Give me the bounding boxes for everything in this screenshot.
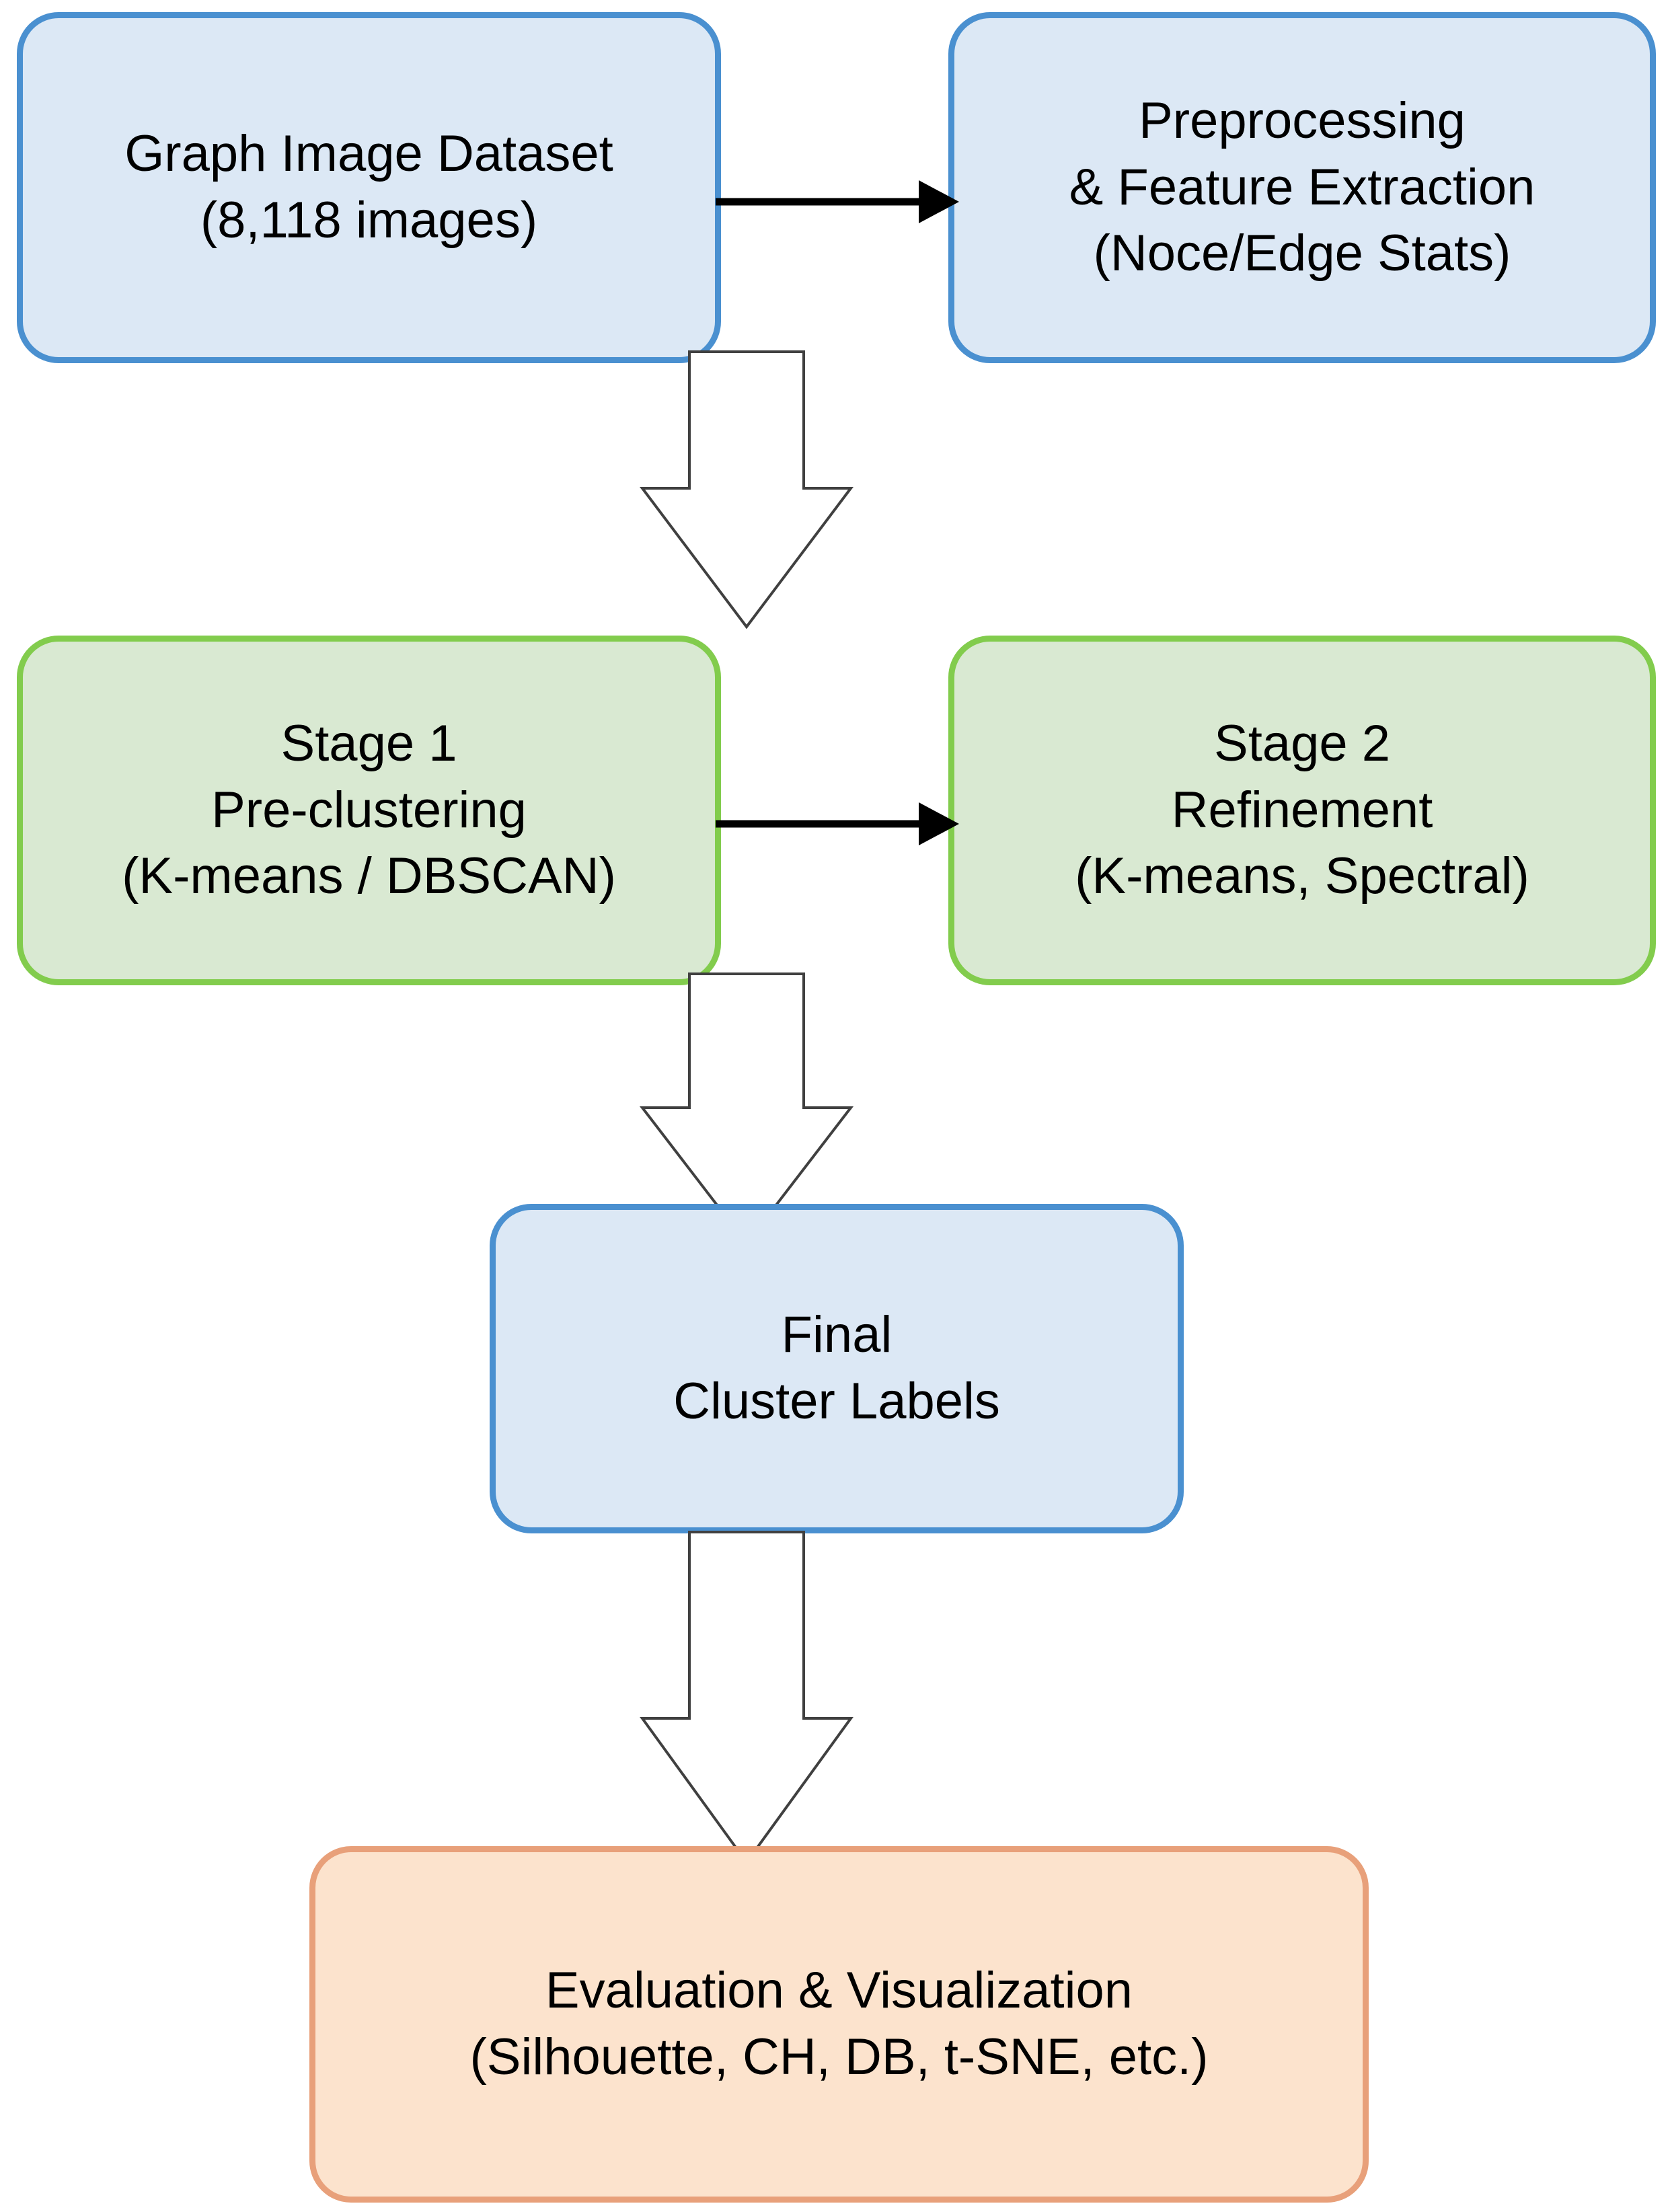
node-evaluation-visualization-label: Evaluation & Visualization (Silhouette, …	[469, 1962, 1209, 2086]
edge-preprocessing-to-stage1-block-arrow	[639, 350, 854, 630]
edge-dataset-to-preprocessing	[716, 180, 959, 223]
node-evaluation-visualization[interactable]: Evaluation & Visualization (Silhouette, …	[309, 1846, 1369, 2203]
node-final-cluster-labels[interactable]: Final Cluster Labels	[490, 1204, 1184, 1533]
node-stage2-refinement[interactable]: Stage 2 Refinement (K-means, Spectral)	[948, 636, 1656, 985]
edge-final-to-evaluation-block-arrow	[640, 1531, 853, 1865]
node-preprocessing-feature-extraction[interactable]: Preprocessing & Feature Extraction (Noce…	[948, 12, 1656, 363]
node-stage1-pre-clustering-label: Stage 1 Pre-clustering (K-means / DBSCAN…	[122, 714, 616, 905]
node-graph-image-dataset[interactable]: Graph Image Dataset (8,118 images)	[17, 12, 721, 363]
node-final-cluster-labels-label: Final Cluster Labels	[673, 1306, 1000, 1430]
node-stage2-refinement-label: Stage 2 Refinement (K-means, Spectral)	[1075, 714, 1529, 905]
node-stage1-pre-clustering[interactable]: Stage 1 Pre-clustering (K-means / DBSCAN…	[17, 636, 721, 985]
node-preprocessing-feature-extraction-label: Preprocessing & Feature Extraction (Noce…	[1069, 91, 1535, 282]
edge-stage1-to-stage2	[716, 802, 959, 845]
node-graph-image-dataset-label: Graph Image Dataset (8,118 images)	[124, 125, 613, 249]
